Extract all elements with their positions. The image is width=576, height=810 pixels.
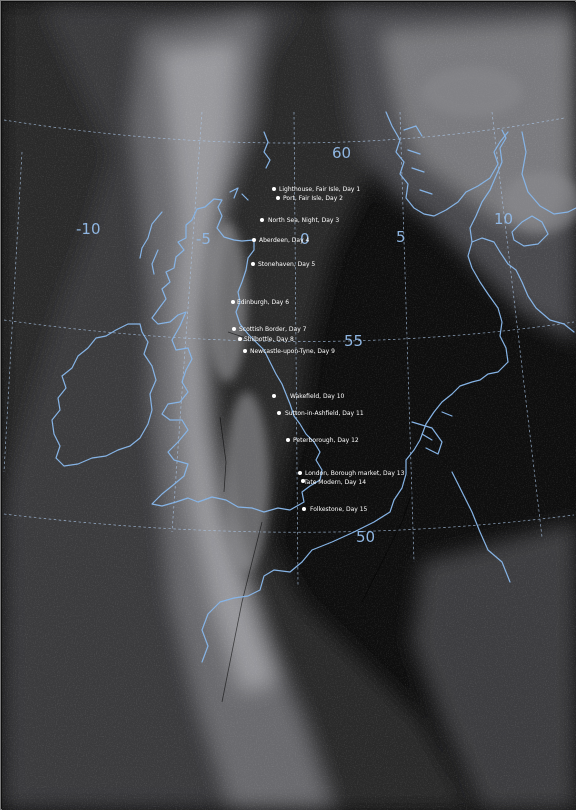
place-label: Port, Fair Isle, Day 2 (283, 195, 343, 202)
longitude-10-line (491, 111, 543, 538)
borders (219, 331, 413, 703)
graticule (3, 111, 575, 588)
place-marker: Newcastle-upon-Tyne, Day 9 (243, 348, 335, 355)
shetland-coastline (263, 131, 271, 169)
france-coastline (201, 561, 303, 663)
cloud-highlights (207, 67, 576, 572)
latitude-55-label: 55 (344, 332, 363, 350)
place-marker: Folkestone, Day 15 (302, 506, 368, 513)
place-label: Folkestone, Day 15 (310, 506, 368, 513)
longitude-0-label: 0 (300, 230, 310, 248)
place-label: Wakefield, Day 10 (290, 393, 345, 400)
place-marker: Lighthouse, Fair Isle, Day 1 (272, 186, 360, 193)
sweden-coastline (521, 131, 576, 215)
place-label: London, Borough market, Day 13 (305, 470, 405, 477)
place-label: Aberdeen, Day 4 (259, 237, 310, 244)
longitude-5-label: 5 (396, 228, 406, 246)
place-marker: Port, Fair Isle, Day 2 (276, 195, 343, 202)
place-marker: Wakefield, Day 10 (272, 393, 345, 400)
longitude-10-label: 10 (494, 210, 513, 228)
place-marker: Shilbottle, Day 8 (238, 336, 294, 343)
latitude-60-label: 60 (332, 144, 351, 162)
place-marker: Peterborough, Day 12 (286, 437, 359, 444)
longitude-minus-5-label: -5 (196, 230, 211, 248)
coastlines (51, 111, 576, 663)
place-marker: Sutton-in-Ashfield, Day 11 (277, 410, 364, 417)
place-label: Tate Modern, Day 14 (303, 479, 366, 486)
latitude-50-line (3, 513, 575, 533)
place-label: North Sea, Night, Day 3 (268, 217, 339, 224)
latitude-50-label: 50 (356, 528, 375, 546)
great-britain-coastline (151, 198, 323, 513)
place-label: Lighthouse, Fair Isle, Day 1 (279, 186, 360, 193)
orkney-coastline (229, 187, 249, 201)
place-marker: Stonehaven, Day 5 (251, 261, 315, 268)
place-marker: North Sea, Night, Day 3 (260, 217, 339, 224)
place-label: Peterborough, Day 12 (293, 437, 359, 444)
hebrides-coastline (139, 211, 163, 275)
place-marker: Tate Modern, Day 14 (301, 479, 366, 486)
place-label: Scottish Border, Day 7 (239, 326, 307, 333)
place-label: Shilbottle, Day 8 (244, 336, 294, 343)
rhine-river (451, 471, 511, 583)
ireland-coastline (51, 323, 157, 467)
graticule-labels: 60 55 50 -10 -5 0 5 10 (76, 144, 513, 546)
longitude-0-line (293, 111, 299, 588)
longitude-minus-10-line (3, 151, 23, 473)
longitude-minus-5-line (171, 111, 203, 533)
norway-coastline (385, 111, 509, 217)
place-label: Edinburgh, Day 6 (237, 299, 289, 306)
place-marker: Edinburgh, Day 6 (231, 299, 289, 306)
place-label: Sutton-in-Ashfield, Day 11 (285, 410, 364, 417)
place-label: Stonehaven, Day 5 (258, 261, 315, 268)
continental-coastline (301, 237, 575, 563)
place-marker: London, Borough market, Day 13 (298, 470, 405, 477)
place-marker: Scottish Border, Day 7 (232, 326, 307, 333)
place-label: Newcastle-upon-Tyne, Day 9 (250, 348, 335, 355)
latitude-55-line (3, 319, 575, 342)
place-marker: Aberdeen, Day 4 (252, 237, 310, 244)
longitude-5-line (399, 111, 415, 563)
longitude-minus-10-label: -10 (76, 220, 101, 238)
low-countries-inlets (411, 411, 453, 455)
latitude-60-line (3, 117, 565, 144)
place-markers: Lighthouse, Fair Isle, Day 1 Port, Fair … (231, 186, 405, 513)
denmark-coastline (469, 129, 549, 247)
